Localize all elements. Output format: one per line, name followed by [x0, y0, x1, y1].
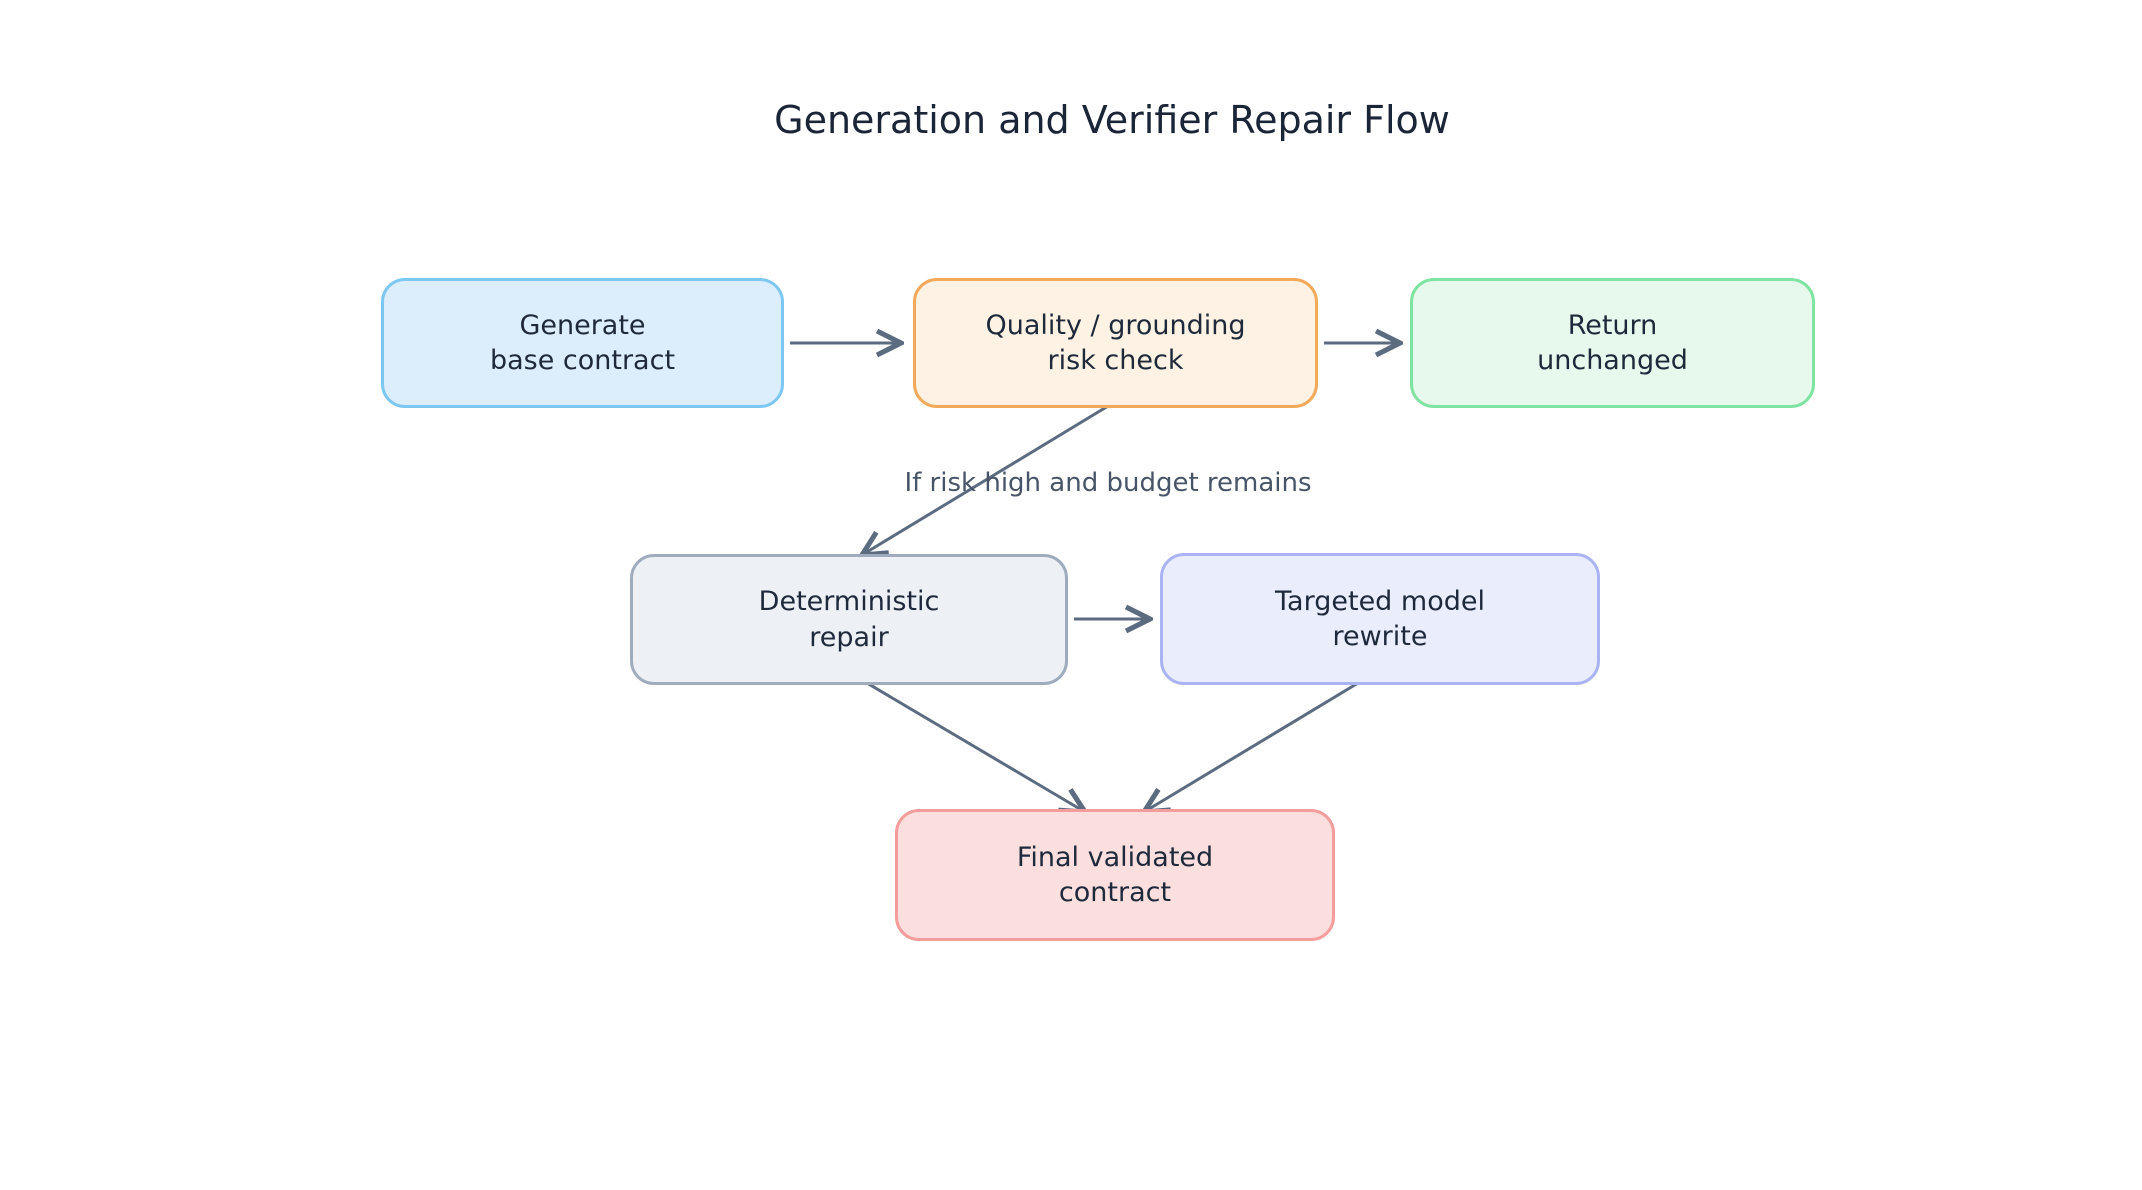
- diagram-title: Generation and Verifier Repair Flow: [774, 98, 1450, 142]
- node-return-unchanged: Return unchanged: [1410, 278, 1815, 408]
- node-deterministic-repair: Deterministic repair: [630, 554, 1068, 685]
- edge-condition-label: If risk high and budget remains: [904, 468, 1312, 498]
- node-final-validated-contract: Final validated contract: [895, 809, 1335, 941]
- edge-targeted-to-final-arrow: [1144, 675, 1369, 812]
- node-quality-grounding-risk-check: Quality / grounding risk check: [913, 278, 1318, 408]
- node-targeted-model-rewrite: Targeted model rewrite: [1160, 553, 1600, 685]
- node-generate-base-contract: Generate base contract: [381, 278, 784, 408]
- edge-deterministic-to-final-arrow: [849, 671, 1085, 812]
